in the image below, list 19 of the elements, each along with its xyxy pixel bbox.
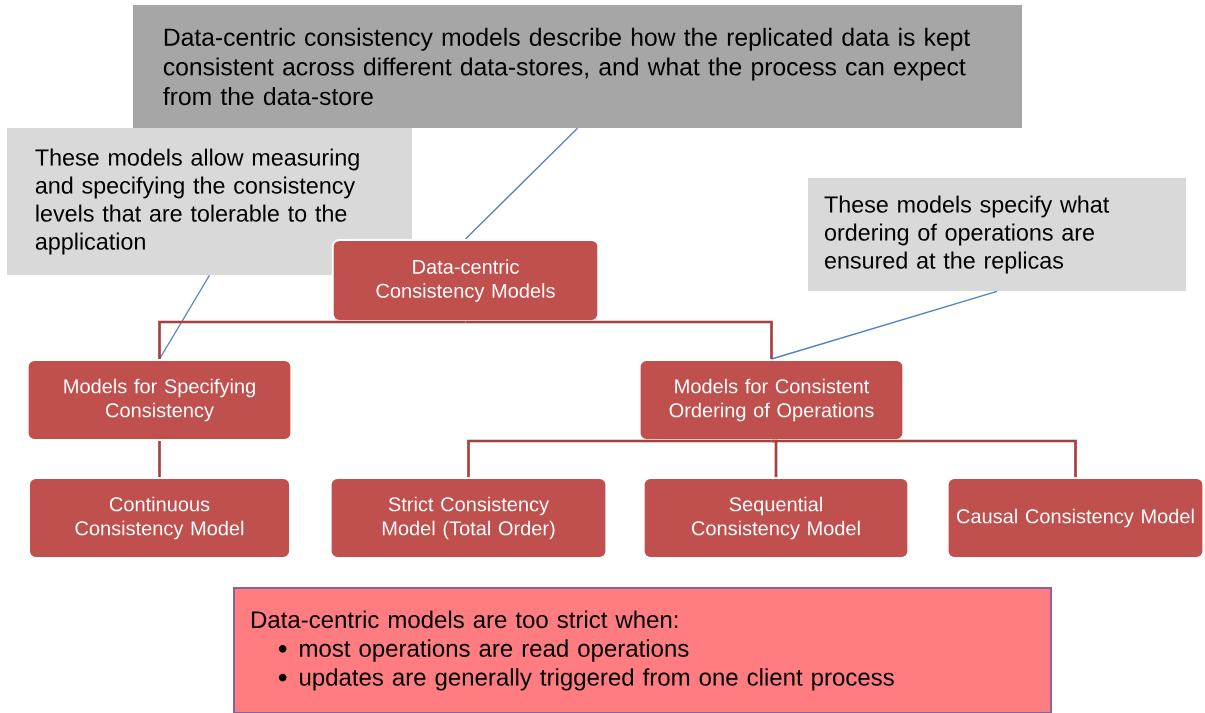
- note-box: Data-centric models are too strict when: most operations are read operations updates are generally triggered from one client process: [233, 587, 1053, 713]
- model-box: Models for Specifying Consistency: [26, 359, 293, 441]
- model-box: Continuous Consistency Model: [28, 477, 292, 559]
- callout-box: These models allow measuring and specifying the consistency levels that are tolerable to the application: [7, 128, 413, 275]
- connector-line: [465, 320, 773, 359]
- model-box: Causal Consistency Model: [946, 477, 1205, 559]
- callout-box: Data-centric consistency models describe how the replicated data is kept consistent across different data-stores, and what the process can expect from the data-store: [133, 5, 1023, 128]
- connector-line: [771, 439, 1077, 477]
- callout-box: These models specify what ordering of operations are ensured at the replicas: [808, 177, 1186, 292]
- connector-line: [158, 320, 466, 359]
- leader-line: [464, 127, 579, 240]
- model-box: Data-centric Consistency Models: [331, 238, 600, 323]
- model-box: Models for Consistent Ordering of Operations: [638, 359, 905, 441]
- model-box: Sequential Consistency Model: [642, 477, 910, 559]
- leader-line: [158, 274, 211, 360]
- model-box: Strict Consistency Model (Total Order): [329, 477, 608, 559]
- connector-line: [467, 439, 772, 477]
- leader-line: [770, 290, 998, 360]
- connector-line: [158, 441, 161, 477]
